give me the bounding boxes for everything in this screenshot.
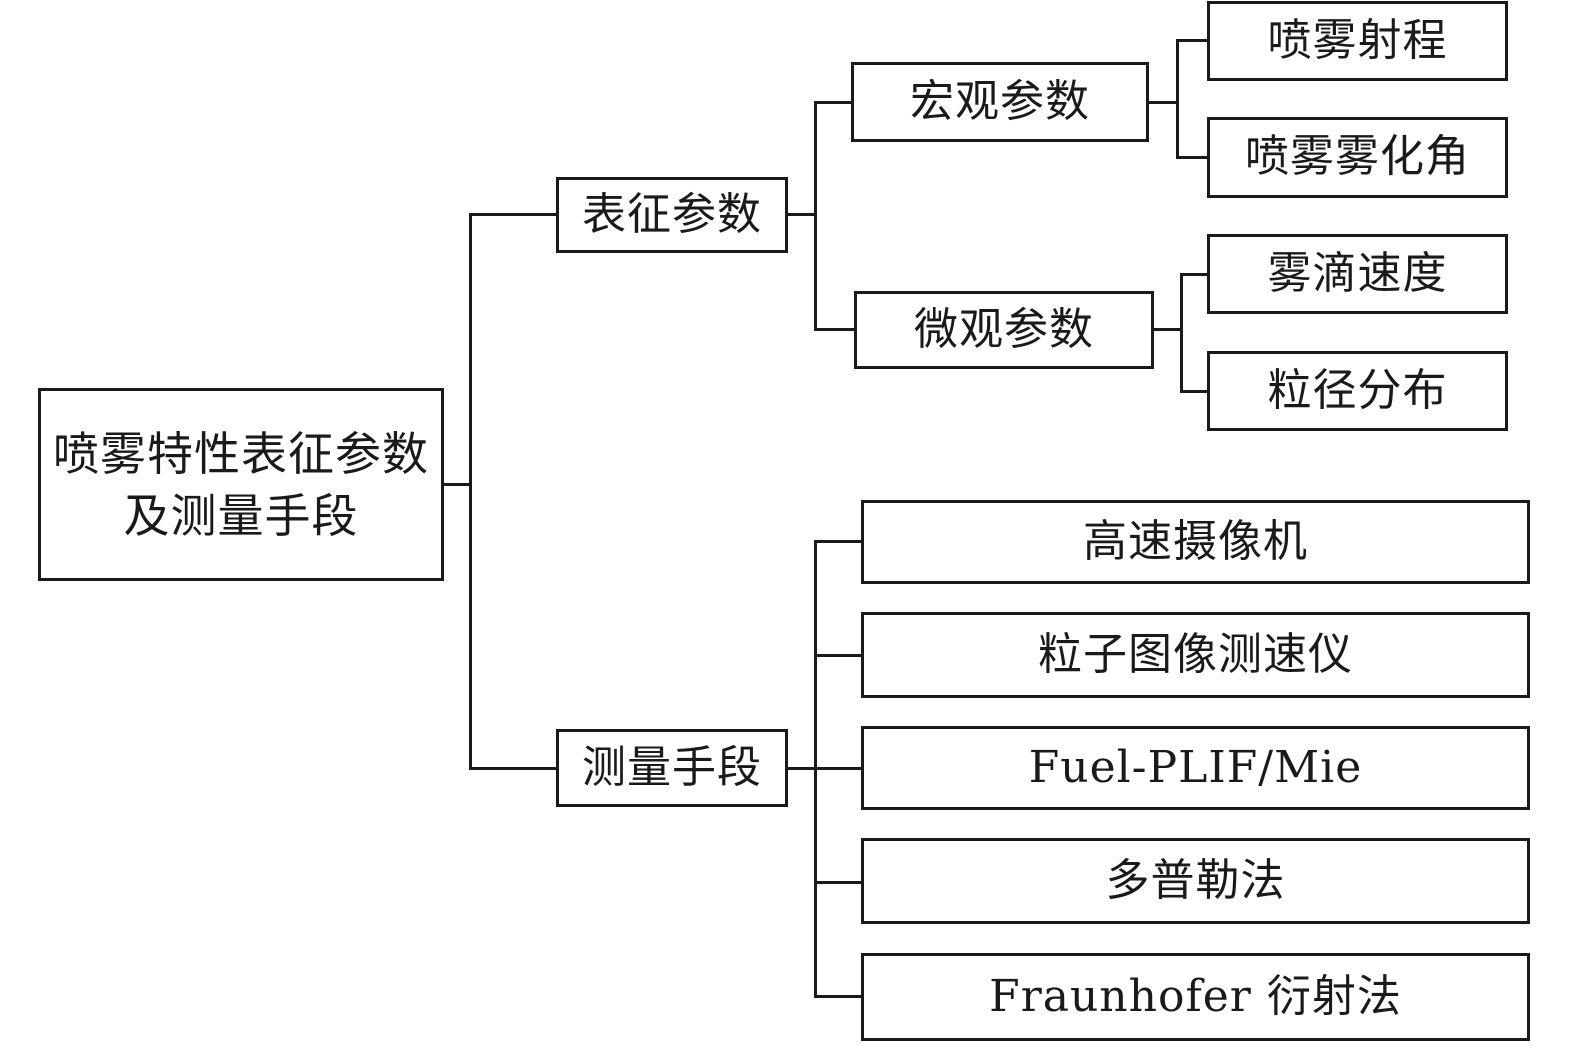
connector-methods-out (786, 767, 816, 770)
node-label: 微观参数 (914, 303, 1094, 355)
node-piv: 粒子图像测速仪 (861, 612, 1530, 698)
node-label: 宏观参数 (910, 75, 1090, 127)
connector-macro-out (1148, 101, 1178, 104)
node-measurement-methods: 测量手段 (556, 729, 788, 807)
connector-root-trunk (469, 213, 472, 770)
node-label: 喷雾雾化角 (1245, 131, 1470, 183)
node-fraunhofer-diffraction: Fraunhofer 衍射法 (861, 953, 1530, 1041)
node-label: 粒径分布 (1267, 364, 1448, 416)
node-label: 高速摄像机 (1083, 515, 1308, 567)
root-node-label: 喷雾特性表征参数及测量手段 (53, 426, 429, 543)
connector-params (469, 213, 558, 216)
connector-droplet-velocity (1180, 273, 1209, 276)
node-label: 多普勒法 (1105, 854, 1286, 906)
node-size-distribution: 粒径分布 (1207, 351, 1508, 431)
node-label: 测量手段 (582, 741, 762, 793)
connector-params-out (786, 213, 816, 216)
connector-micro-trunk (1180, 273, 1183, 392)
node-spray-cone-angle: 喷雾雾化角 (1207, 117, 1508, 198)
node-characterization-parameters: 表征参数 (556, 177, 788, 253)
connector-root (443, 483, 471, 486)
node-fuel-plif-mie: Fuel-PLIF/Mie (861, 726, 1530, 810)
connector-piv (814, 654, 863, 657)
node-droplet-velocity: 雾滴速度 (1207, 234, 1508, 314)
connector-fraunhofer (814, 995, 863, 998)
connector-params-trunk (814, 101, 817, 330)
node-micro-parameters: 微观参数 (854, 291, 1154, 369)
node-label: 雾滴速度 (1267, 247, 1448, 299)
node-label: 表征参数 (582, 188, 762, 240)
connector-micro (814, 328, 856, 331)
connector-methods (469, 767, 558, 770)
node-high-speed-camera: 高速摄像机 (861, 500, 1530, 584)
connector-size-distribution (1180, 390, 1209, 393)
connector-spray-range (1176, 39, 1209, 42)
connector-micro-out (1152, 328, 1182, 331)
connector-macro (814, 101, 852, 104)
connector-macro-trunk (1176, 39, 1179, 158)
node-label: 粒子图像测速仪 (1038, 628, 1353, 680)
node-label: Fraunhofer 衍射法 (989, 970, 1402, 1022)
connector-doppler (814, 881, 863, 884)
node-spray-range: 喷雾射程 (1207, 1, 1508, 81)
node-macro-parameters: 宏观参数 (851, 62, 1149, 142)
node-doppler: 多普勒法 (861, 838, 1530, 924)
connector-high-speed-camera (814, 540, 863, 543)
connector-spray-angle (1176, 156, 1209, 159)
node-label: Fuel-PLIF/Mie (1028, 741, 1363, 793)
node-label: 喷雾射程 (1267, 14, 1448, 66)
connector-plif (814, 767, 863, 770)
root-node: 喷雾特性表征参数及测量手段 (38, 388, 444, 581)
